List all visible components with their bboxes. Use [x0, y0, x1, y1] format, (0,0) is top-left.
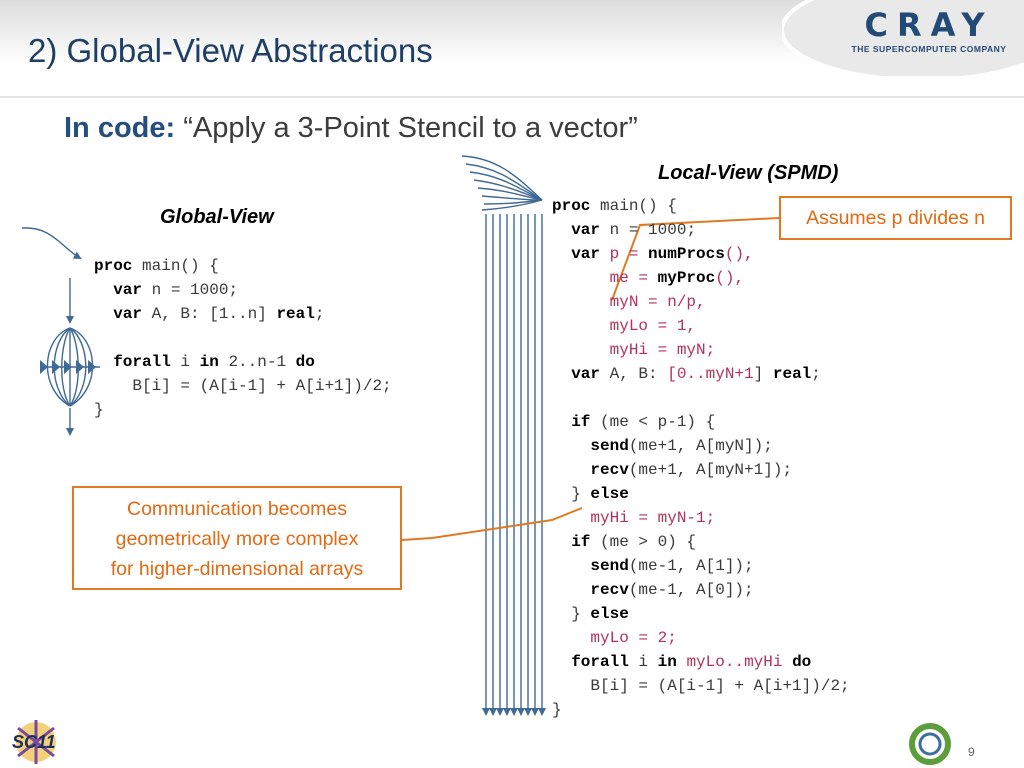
- cray-logo: CRAY: [864, 6, 994, 44]
- global-view-label: Global-View: [160, 206, 274, 228]
- gv-keyword: real: [276, 305, 315, 323]
- lv-keyword: do: [792, 653, 812, 671]
- gv-keyword: var: [113, 281, 143, 299]
- slide-subtitle: In code: “Apply a 3-Point Stencil to a v…: [64, 112, 638, 145]
- lv-token: myLo = 2;: [590, 629, 677, 647]
- lv-token: i: [638, 653, 649, 671]
- lv-keyword: else: [590, 605, 629, 623]
- lv-token: (me+1, A[myN]);: [628, 437, 773, 455]
- cray-tagline: THE SUPERCOMPUTER COMPANY: [851, 44, 1007, 54]
- lv-token: ]: [753, 365, 764, 383]
- lv-token: [0..myN+1: [667, 365, 754, 383]
- lv-token: (me-1, A[0]);: [628, 581, 754, 599]
- lv-keyword: var: [571, 365, 601, 383]
- gv-token: n = 1000;: [151, 281, 239, 299]
- lv-token: myHi = myN-1;: [590, 509, 716, 527]
- lv-keyword: numProcs: [648, 245, 725, 263]
- gv-token: main() {: [142, 257, 219, 275]
- assumes-callout: Assumes p divides n: [779, 196, 1012, 240]
- lv-keyword: proc: [552, 197, 591, 215]
- lv-token: (me < p-1) {: [600, 413, 716, 431]
- subtitle-text: “Apply a 3-Point Stencil to a vector”: [183, 112, 638, 144]
- lv-keyword: in: [657, 653, 677, 671]
- page-number: 9: [968, 745, 975, 759]
- lv-keyword: forall: [571, 653, 629, 671]
- lv-keyword: recv: [590, 581, 629, 599]
- lv-keyword: if: [571, 413, 591, 431]
- lv-token: n = 1000;: [609, 221, 697, 239]
- lv-keyword: var: [571, 245, 601, 263]
- spmd-thread-diagram: [461, 155, 543, 211]
- lv-token: p =: [609, 245, 649, 263]
- local-view-code: proc main() { var n = 1000; var p = numP…: [552, 197, 850, 719]
- lv-token: B[i] = (A[i-1] + A[i+1])/2;: [590, 677, 850, 695]
- gv-keyword: do: [295, 353, 315, 371]
- gv-keyword: var: [113, 305, 143, 323]
- gv-keyword: proc: [94, 257, 133, 275]
- gv-token: B[i] = (A[i-1] + A[i+1])/2;: [132, 377, 392, 395]
- spmd-thread-lines: [485, 214, 543, 708]
- lv-token: main() {: [600, 197, 677, 215]
- gv-token: A, B: [1..n]: [151, 305, 267, 323]
- cray-logo-backdrop: [782, 0, 1024, 76]
- lv-token: myN = n/p,: [609, 293, 706, 311]
- chapel-logo-icon: [909, 723, 951, 765]
- lv-keyword: recv: [590, 461, 629, 479]
- lv-token: myHi = myN;: [609, 341, 716, 359]
- communication-line: geometrically more complex: [115, 528, 359, 550]
- lv-keyword: send: [590, 437, 629, 455]
- gv-token: i: [180, 353, 191, 371]
- global-view-diagram: [21, 227, 100, 436]
- local-view-label: Local-View (SPMD): [658, 162, 839, 184]
- slide-title: 2) Global-View Abstractions: [28, 32, 433, 69]
- gv-token: 2..n-1: [228, 353, 287, 371]
- header-divider: [0, 96, 1024, 98]
- lv-token: myLo..myHi: [686, 653, 783, 671]
- global-view-code: proc main() { var n = 1000; var A, B: [1…: [94, 257, 392, 419]
- lv-keyword: send: [590, 557, 629, 575]
- lv-keyword: var: [571, 221, 601, 239]
- lv-token: (),: [715, 269, 745, 287]
- communication-line: Communication becomes: [126, 498, 347, 520]
- lv-token: (),: [724, 245, 754, 263]
- communication-callout: Communication becomes geometrically more…: [72, 486, 402, 590]
- lv-keyword: real: [772, 365, 812, 383]
- callout-connectors: [401, 217, 780, 541]
- gv-keyword: forall: [113, 353, 171, 371]
- lv-keyword: if: [571, 533, 591, 551]
- sc11-logo-icon: [16, 720, 56, 764]
- lv-token: me =: [609, 269, 658, 287]
- lv-token: A, B:: [609, 365, 668, 383]
- lv-token: myLo = 1,: [609, 317, 697, 335]
- lv-token: (me-1, A[1]);: [628, 557, 754, 575]
- lv-keyword: else: [590, 485, 629, 503]
- lv-token: (me+1, A[myN+1]);: [628, 461, 793, 479]
- lv-keyword: myProc: [657, 269, 716, 287]
- subtitle-label: In code:: [64, 112, 176, 144]
- sc11-logo: SC11: [12, 732, 56, 752]
- gv-keyword: in: [199, 353, 219, 371]
- lv-token: (me > 0) {: [600, 533, 697, 551]
- communication-line: for higher-dimensional arrays: [110, 558, 364, 580]
